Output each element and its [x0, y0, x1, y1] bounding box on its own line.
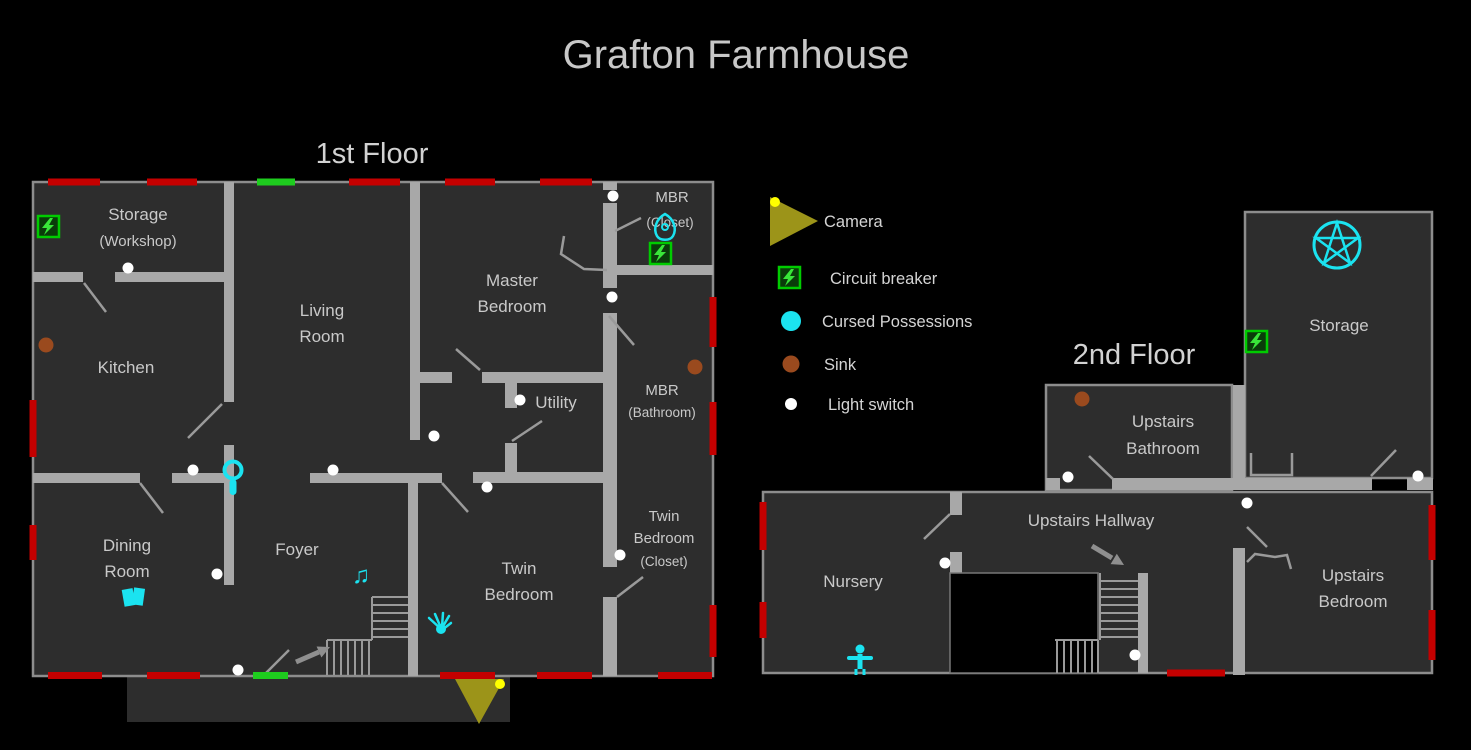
cursed-possession-icon — [781, 311, 801, 331]
light-switch-icons-floor1 — [122, 190, 626, 676]
light-switch-icon — [939, 557, 951, 569]
room-label-twin-closet-2: Bedroom — [634, 530, 695, 547]
light-switch-icon — [614, 549, 626, 561]
monkey-paw-icon — [427, 611, 453, 634]
floor2-plan: Storage Upstairs Bathroom Upstairs Hallw… — [759, 210, 1436, 677]
music-box-icon: ♫ — [352, 562, 370, 589]
light-switch-icon — [1129, 649, 1141, 661]
camera-dot — [495, 679, 505, 689]
room-label-upstairs-bathroom: Upstairs — [1132, 412, 1194, 431]
room-label-living-room-2: Room — [299, 327, 344, 346]
staircase-2nd-floor — [1055, 573, 1138, 673]
room-label-upstairs-hallway: Upstairs Hallway — [1028, 511, 1155, 530]
camera-dot — [770, 197, 780, 207]
legend-light-label: Light switch — [828, 396, 914, 414]
light-switch-icon — [187, 464, 199, 476]
room-label-foyer: Foyer — [275, 540, 319, 559]
sink-icon — [782, 355, 800, 373]
stairwell-void — [949, 572, 1099, 674]
room-label-master-bedroom: Master — [486, 271, 538, 290]
camera-icon — [455, 679, 505, 724]
light-switch-icon — [122, 262, 134, 274]
floor1-windows — [29, 178, 717, 679]
legend: Camera Circuit breaker Cursed Possession… — [770, 197, 972, 414]
light-switch-icon — [785, 398, 797, 410]
page-title: Grafton Farmhouse — [563, 33, 910, 77]
light-switch-icons-floor2 — [939, 470, 1424, 661]
room-label-kitchen: Kitchen — [98, 358, 155, 377]
room-label-twin-closet-sub: (Closet) — [640, 554, 687, 569]
sink-icon — [38, 337, 54, 353]
floor2-windows — [759, 502, 1436, 677]
haunted-mirror-icon — [222, 459, 244, 495]
camera-icon — [770, 197, 818, 246]
room-label-mbr-closet: MBR — [655, 189, 689, 206]
room-label-master-bedroom-2: Bedroom — [478, 297, 547, 316]
floor1-walls — [33, 182, 713, 676]
legend-camera-label: Camera — [824, 213, 884, 231]
room-label-storage2: Storage — [1309, 316, 1369, 335]
light-switch-icon — [327, 464, 339, 476]
room-label-nursery: Nursery — [823, 572, 883, 591]
sink-icon — [1074, 391, 1090, 407]
room-label-upstairs-bathroom-2: Bathroom — [1126, 439, 1200, 458]
stairs-up-arrow-1st — [295, 646, 330, 665]
room-label-storage-workshop-sub: (Workshop) — [99, 233, 176, 250]
wire-icon — [1246, 552, 1293, 570]
floor2-heading: 2nd Floor — [1073, 339, 1196, 371]
legend-sink-label: Sink — [824, 356, 857, 374]
circuit-breaker-icon — [777, 265, 802, 290]
room-label-twin-closet: Twin — [649, 508, 680, 525]
sink-icon — [687, 359, 703, 375]
room-label-dining-room-2: Room — [104, 562, 149, 581]
light-switch-icon — [211, 568, 223, 580]
fixture-bracket — [1249, 453, 1294, 477]
legend-cursed-label: Cursed Possessions — [822, 313, 972, 331]
wire-icon — [559, 235, 608, 272]
legend-breaker-label: Circuit breaker — [830, 270, 938, 288]
light-switch-icon — [1241, 497, 1253, 509]
circuit-breaker-icon — [1244, 329, 1269, 354]
light-switch-icon — [606, 291, 618, 303]
light-switch-icon — [607, 190, 619, 202]
room-label-upstairs-bedroom: Upstairs — [1322, 566, 1384, 585]
porch — [127, 676, 510, 722]
floor1-outline — [31, 180, 715, 678]
room-label-utility: Utility — [535, 393, 577, 412]
voodoo-doll-icon — [847, 644, 873, 675]
tarot-cards-icon — [121, 587, 146, 607]
floor2-storage-outline — [1243, 210, 1434, 480]
floor2-door-swings — [923, 449, 1397, 548]
light-switch-icon — [481, 481, 493, 493]
light-switch-icon — [232, 664, 244, 676]
stairs-down-arrow-2nd — [1090, 543, 1124, 565]
light-switch-icon — [428, 430, 440, 442]
room-label-storage-workshop: Storage — [108, 205, 168, 224]
floor2-bathroom-outline — [1044, 383, 1234, 492]
floor1-door-swings — [83, 216, 644, 674]
summoning-circle-icon — [1312, 218, 1362, 270]
room-label-mbr-bathroom: MBR — [645, 382, 679, 399]
room-label-twin-bedroom-2: Bedroom — [485, 585, 554, 604]
exit-door-marker — [253, 672, 288, 679]
room-label-dining-room: Dining — [103, 536, 151, 555]
circuit-breaker-icon — [36, 214, 61, 239]
light-switch-icon — [1062, 471, 1074, 483]
exit-door-marker — [257, 178, 295, 186]
room-label-upstairs-bedroom-2: Bedroom — [1319, 592, 1388, 611]
circuit-breaker-icon — [648, 241, 673, 266]
ouija-planchette-icon — [654, 212, 676, 241]
light-switch-icon — [1412, 470, 1424, 482]
floor1-plan: Storage (Workshop) Kitchen Living Room M… — [29, 178, 717, 724]
room-label-living-room: Living — [300, 301, 344, 320]
room-label-twin-bedroom: Twin — [502, 559, 537, 578]
floor1-heading: 1st Floor — [316, 138, 429, 170]
staircase-1st-floor — [326, 596, 408, 675]
light-switch-icon — [514, 394, 526, 406]
room-label-mbr-bathroom-sub: (Bathroom) — [628, 405, 696, 420]
